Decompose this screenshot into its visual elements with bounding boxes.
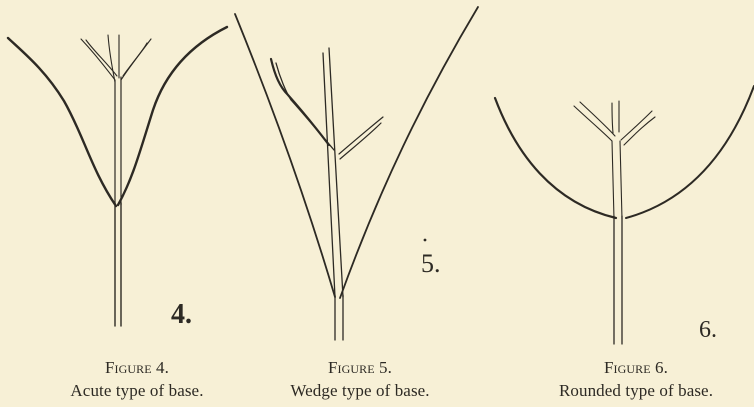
figure-6-number: 6. bbox=[699, 318, 717, 342]
figure-6-title: Figure 6. bbox=[511, 356, 754, 379]
figure-4-title: Figure 4. bbox=[12, 356, 262, 379]
figure-5-number: 5. bbox=[421, 251, 441, 277]
figure-6-caption: Figure 6. Rounded type of base. bbox=[511, 356, 754, 402]
figure-4-description: Acute type of base. bbox=[12, 379, 262, 402]
figure-6-description: Rounded type of base. bbox=[511, 379, 754, 402]
figure-4-caption: Figure 4. Acute type of base. bbox=[12, 356, 262, 402]
wedge-base-drawing bbox=[235, 7, 478, 340]
rounded-base-drawing bbox=[495, 86, 754, 344]
figure-4-number: 4. bbox=[171, 301, 192, 329]
figure-5-title: Figure 5. bbox=[235, 356, 485, 379]
figure-5-description: Wedge type of base. bbox=[235, 379, 485, 402]
figure-5-caption: Figure 5. Wedge type of base. bbox=[235, 356, 485, 402]
acute-base-drawing bbox=[8, 27, 227, 326]
